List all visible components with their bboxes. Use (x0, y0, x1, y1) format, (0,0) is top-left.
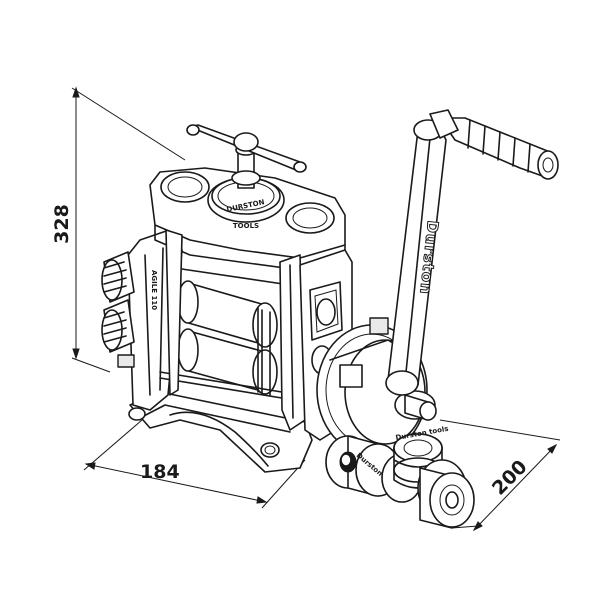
gap-adjust-dial: DURSTON TOOLS (207, 177, 285, 230)
crank-hub (394, 390, 437, 421)
frame-columns (165, 229, 306, 431)
dial-sub-label: TOOLS (233, 222, 259, 230)
dimension-depth-label: 200 (488, 456, 532, 500)
left-shaft-ends (101, 251, 135, 368)
dimension-height-label: 328 (51, 204, 73, 244)
t-handle-screw (186, 124, 307, 189)
dimension-width: 184 (83, 419, 306, 509)
dimension-width-label: 184 (140, 461, 180, 483)
crank-arm: Durston (385, 119, 447, 396)
crank-handle-grip (429, 109, 559, 180)
loose-roller-stack: Durston tools (381, 425, 475, 529)
side-model-label: AGILE 110 (150, 270, 158, 310)
dimension-height: 328 (51, 86, 186, 373)
tie-rods (159, 267, 301, 402)
mill-base (128, 391, 313, 473)
rollers (177, 280, 278, 396)
